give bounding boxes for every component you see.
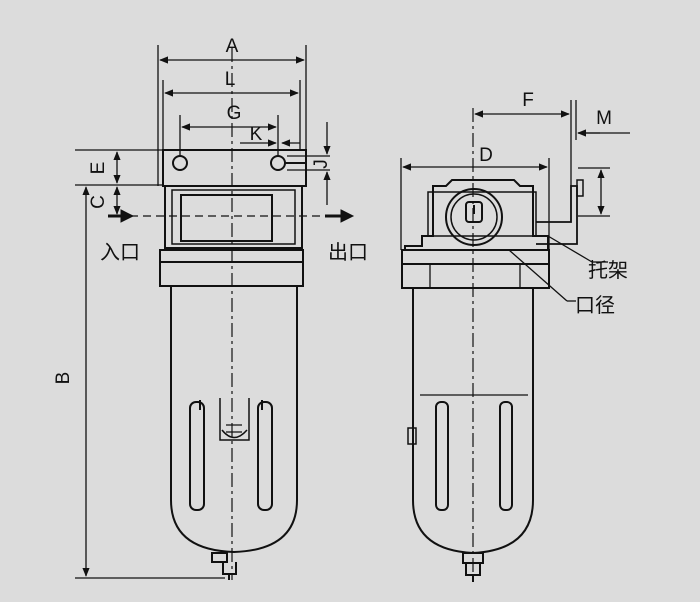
label-g: G <box>227 103 242 124</box>
side-gauge-outer <box>445 188 503 246</box>
flow-arrows <box>108 209 355 223</box>
side-collar-ring <box>401 263 550 289</box>
label-inlet: 入口 <box>100 240 140 264</box>
front-slot-right <box>257 401 273 511</box>
side-collar-top <box>401 249 550 265</box>
side-dimensions <box>400 100 630 302</box>
front-head-body <box>164 186 303 249</box>
leader-bracket <box>547 235 593 263</box>
inlet-arrow <box>120 209 135 223</box>
front-drain-nut <box>211 552 228 563</box>
front-view <box>130 48 335 580</box>
label-bracket: 托架 <box>588 258 628 282</box>
side-gauge-knob <box>465 201 483 223</box>
label-f: F <box>522 90 534 111</box>
leader-port <box>508 249 568 302</box>
front-mount-hole-left <box>172 155 188 171</box>
front-bowl <box>170 286 298 554</box>
front-mount-hole-right <box>270 155 286 171</box>
front-float <box>219 398 250 441</box>
label-m: M <box>596 108 612 129</box>
label-a: A <box>226 36 239 57</box>
label-l: L <box>225 69 236 90</box>
label-d: D <box>479 145 493 166</box>
side-bowl-lock <box>407 427 417 445</box>
label-b: B <box>53 372 74 385</box>
label-e: E <box>88 162 109 175</box>
front-drain-tip <box>222 562 237 580</box>
label-port-size: 口径 <box>575 293 615 317</box>
front-head-window <box>180 194 273 242</box>
front-dimensions <box>75 45 331 579</box>
side-slot-right <box>499 401 513 511</box>
side-view <box>401 108 584 582</box>
label-j: J <box>311 159 332 169</box>
side-gauge-inner <box>450 193 498 241</box>
front-slot-left <box>189 401 205 511</box>
side-bracket <box>536 185 578 245</box>
label-outlet: 出口 <box>328 240 368 264</box>
label-c: C <box>88 195 109 209</box>
label-k: K <box>250 124 263 145</box>
front-bracket-plate <box>162 149 307 187</box>
outlet-arrow <box>340 209 355 223</box>
side-slot-left <box>435 401 449 511</box>
